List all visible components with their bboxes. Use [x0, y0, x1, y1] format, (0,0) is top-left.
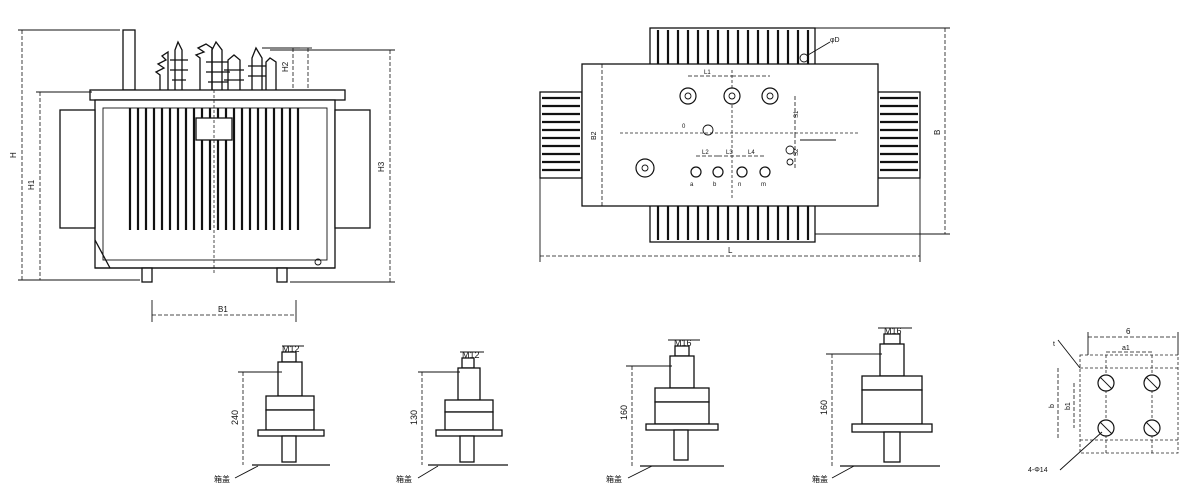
plate-width: 6	[1126, 327, 1131, 336]
terminal-2-height: 130	[409, 410, 419, 425]
terminal-3-size: M16	[674, 338, 692, 348]
plate-thickness: t	[1053, 341, 1055, 348]
plate-height: b	[1049, 404, 1056, 408]
terminal-3-base: 箱盖	[606, 474, 622, 484]
dim-S2: S2	[794, 148, 800, 156]
bushings	[154, 40, 277, 90]
label-b: b	[713, 182, 717, 188]
terminal-4-size: M16	[884, 326, 902, 336]
dim-B2: B2	[591, 131, 598, 140]
terminal-2-size: M12	[462, 350, 480, 360]
terminal-4-base: 箱盖	[812, 474, 828, 484]
plate-hole-spacing: a1	[1122, 345, 1130, 352]
terminal-1-height: 240	[230, 410, 240, 425]
label-phiD: φD	[830, 37, 840, 44]
label-a: a	[690, 182, 694, 188]
terminal-2-base: 箱盖	[396, 474, 412, 484]
dim-L2: L2	[702, 150, 709, 156]
terminal-detail-2: M12 130 箱盖	[396, 350, 508, 484]
left-fins	[542, 96, 580, 172]
dim-H3: H3	[377, 161, 386, 172]
dim-H2: H2	[281, 61, 290, 72]
terminal-1-size: M12	[282, 344, 300, 354]
dim-L: L	[728, 246, 733, 255]
label-m: m	[761, 182, 766, 188]
top-fins	[656, 30, 810, 64]
dim-B1: B1	[218, 305, 228, 314]
plate-hole-dia: 4-Φ14	[1028, 467, 1048, 474]
bottom-fins	[656, 206, 810, 240]
label-o: 0	[682, 124, 686, 130]
terminal-detail-1: M12 240 箱盖	[214, 344, 330, 484]
radiator-fins	[128, 108, 300, 230]
front-view: H H1 H2 H3 B1	[9, 29, 395, 322]
label-n: n	[738, 182, 741, 188]
terminal-3-height: 160	[619, 405, 629, 420]
dim-L4: L4	[748, 150, 755, 156]
terminal-1-base: 箱盖	[214, 474, 230, 484]
dim-B: B	[933, 130, 942, 135]
dim-H: H	[9, 152, 18, 158]
right-fins	[880, 96, 918, 172]
dim-L3: L3	[726, 150, 733, 156]
dim-L1: L1	[704, 70, 711, 76]
plate-height-inner: b1	[1065, 402, 1072, 410]
terminal-detail-3: M16 160 箱盖	[606, 338, 724, 484]
dim-H1: H1	[27, 179, 36, 190]
top-view: 0 φD L1 L2 L3 L4 S1 S2 a b	[539, 27, 950, 262]
terminal-detail-4: M16 160 箱盖	[812, 326, 940, 484]
dim-S1: S1	[794, 110, 800, 118]
terminal-4-height: 160	[819, 400, 829, 415]
mounting-plate-detail: 6 a1 t b b1 4-Φ14	[1028, 327, 1179, 474]
